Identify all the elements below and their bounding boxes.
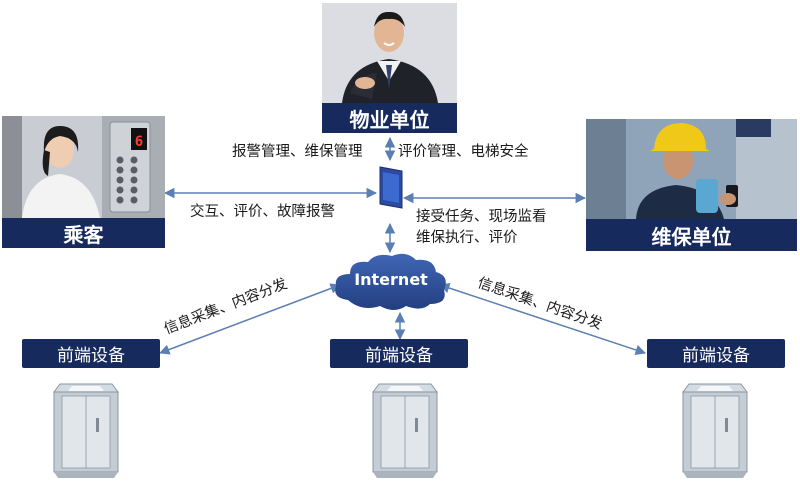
elevator-cabin-icon-right bbox=[681, 382, 749, 480]
front-device-label-right: 前端设备 bbox=[647, 339, 785, 368]
edge-label-maintenance-2: 维保执行、评价 bbox=[416, 230, 518, 246]
maintenance-worker-photo bbox=[586, 119, 797, 219]
front-device-label-left-text: 前端设备 bbox=[57, 346, 125, 366]
internet-label: Internet bbox=[354, 270, 428, 289]
property-label-text: 物业单位 bbox=[349, 107, 430, 132]
floor-display: 6 bbox=[131, 128, 147, 150]
front-device-label-center-text: 前端设备 bbox=[365, 346, 433, 366]
edge-label-property-right: 评价管理、电梯安全 bbox=[398, 144, 529, 160]
maintenance-label: 维保单位 bbox=[586, 219, 797, 251]
internet-cloud: Internet bbox=[330, 250, 452, 314]
edge-internet-right-device bbox=[439, 282, 646, 356]
elevator-cabin-icon-left bbox=[52, 382, 120, 480]
maintenance-label-text: 维保单位 bbox=[651, 224, 732, 249]
passenger-photo bbox=[2, 116, 165, 218]
property-label: 物业单位 bbox=[322, 103, 457, 133]
edge-label-passenger: 交互、评价、故障报警 bbox=[190, 204, 335, 220]
front-device-label-left: 前端设备 bbox=[22, 339, 160, 368]
passenger-label: 乘客 bbox=[2, 218, 165, 248]
front-device-label-right-text: 前端设备 bbox=[682, 346, 750, 366]
edge-label-property-left: 报警管理、维保管理 bbox=[232, 144, 363, 160]
front-device-label-center: 前端设备 bbox=[330, 339, 468, 368]
floor-number: 6 bbox=[134, 134, 144, 150]
edge-label-maintenance-1: 接受任务、现场监看 bbox=[416, 209, 547, 225]
edge-internet-left-device bbox=[159, 283, 341, 355]
businessman-photo bbox=[322, 3, 457, 103]
passenger-label-text: 乘客 bbox=[63, 222, 104, 247]
elevator-cabin-icon-center bbox=[371, 382, 439, 480]
terminal-device-icon bbox=[376, 165, 406, 210]
